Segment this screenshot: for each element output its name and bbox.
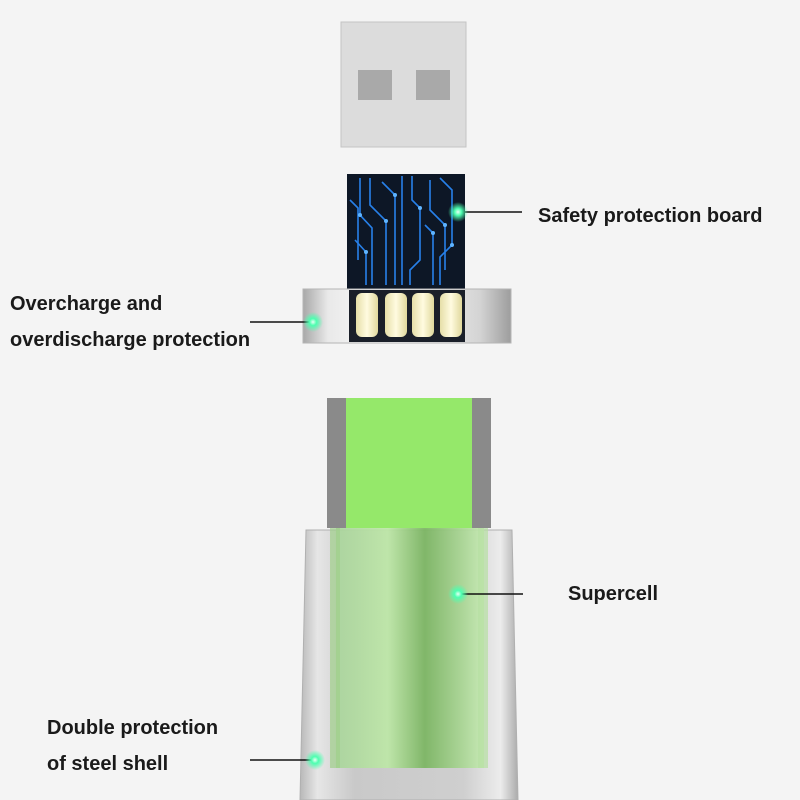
protection-ring [302, 288, 512, 344]
usb-plug-head [340, 21, 467, 148]
usb-contact-slot-right [416, 70, 450, 100]
glow-marker-shell [305, 750, 325, 770]
callout-supercell-line: Supercell [568, 583, 659, 605]
supercell-battery [327, 398, 491, 528]
contact-pad [356, 293, 378, 337]
glow-markers [303, 202, 468, 770]
callout-overcharge-line-1: Overcharge and [10, 293, 163, 315]
glow-marker-supercell [448, 584, 468, 604]
contact-pad [412, 293, 434, 337]
glow-marker-overcharge [303, 312, 323, 332]
protection-board [347, 174, 465, 290]
glow-marker-board [448, 202, 468, 222]
contact-pad [385, 293, 407, 337]
callout-shell-line-1: Double protection [47, 717, 219, 739]
callout-shell-line-2: of steel shell [47, 753, 169, 775]
usb-contact-slot-left [358, 70, 392, 100]
callout-safety-protection-board: Safety protection board [538, 198, 762, 234]
contact-pad [440, 293, 462, 337]
callout-overcharge-line-2: overdischarge protection [10, 329, 251, 351]
steel-shell [299, 528, 519, 800]
callout-supercell: Supercell [568, 576, 658, 612]
callout-overcharge-protection: Overcharge and overdischarge protection [10, 286, 250, 358]
leader-lines [250, 211, 523, 761]
callout-board-line: Safety protection board [538, 205, 763, 227]
callout-double-protection-steel-shell: Double protection of steel shell [47, 710, 218, 782]
